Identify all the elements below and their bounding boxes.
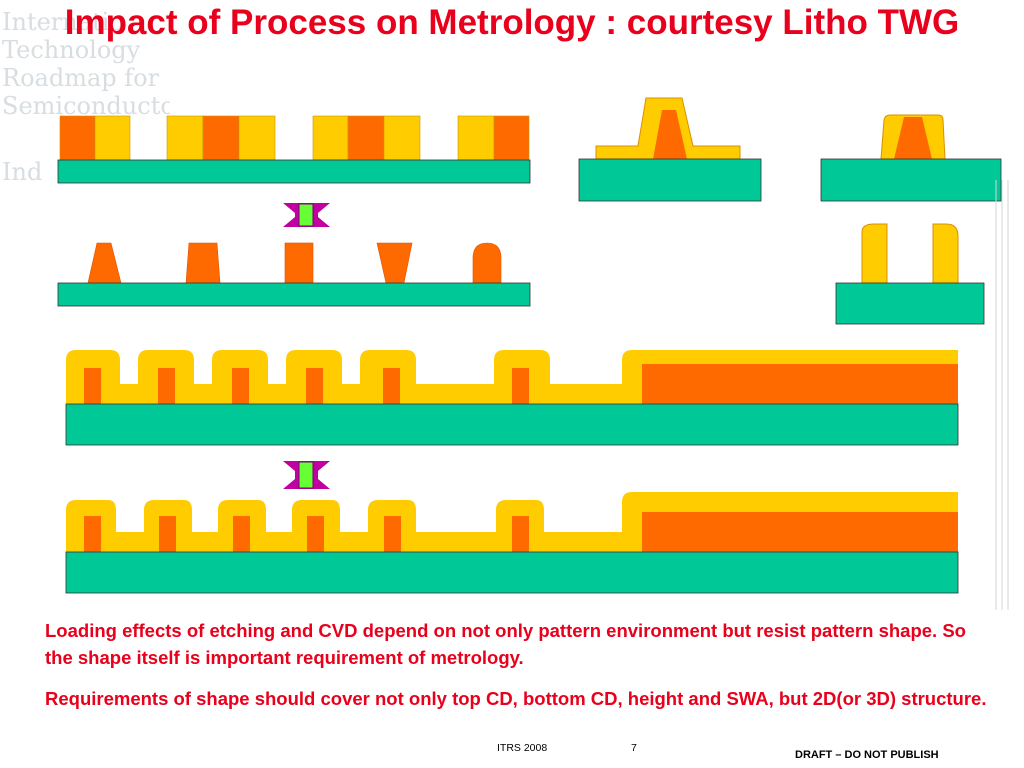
comparison-arrow-icon [283, 203, 330, 227]
substrate [65, 403, 959, 446]
substrate [57, 159, 531, 184]
reentrant-profile [376, 242, 413, 284]
footer-draft-notice: DRAFT – DO NOT PUBLISH [795, 749, 939, 761]
row1-resist-pattern [59, 115, 530, 161]
itrs-watermark-logo: Internatio Technology Roadmap for Semico… [2, 8, 170, 186]
trapezoid-resist [894, 117, 932, 159]
resist-line [84, 368, 101, 404]
film-block [166, 115, 204, 161]
film-block [238, 115, 276, 161]
film-block [383, 115, 421, 161]
trapezoid-resist [653, 110, 687, 159]
watermark-line: Technology [2, 36, 141, 64]
row4-film-over-lines [65, 492, 959, 594]
row2-spacer-structure [835, 223, 985, 325]
row3-film-over-lines [65, 350, 959, 446]
film-block [457, 115, 495, 161]
resist-line [307, 516, 324, 552]
watermark-line: Ind [2, 158, 42, 186]
resist-line [306, 368, 323, 404]
resist-line [233, 516, 250, 552]
resist-line [84, 516, 101, 552]
resist-line [512, 516, 529, 552]
row2-resist-profiles [87, 242, 502, 284]
resist-pad [642, 512, 958, 552]
tapered-profile [87, 242, 122, 284]
slight-taper-profile [185, 242, 221, 284]
resist-line [512, 368, 529, 404]
watermark-line: Internatio [2, 8, 124, 36]
resist-block [347, 115, 385, 161]
substrate [57, 282, 531, 307]
edge-decoration [995, 180, 1009, 610]
watermark-line: Semiconducto [2, 92, 170, 120]
resist-pad [642, 364, 958, 404]
footer-page-number: 7 [631, 742, 637, 754]
resist-line [158, 368, 175, 404]
resist-line [383, 368, 400, 404]
film-block [94, 115, 131, 161]
row1-conformal-coverage [578, 97, 762, 202]
resist-block [493, 115, 530, 161]
resist-line [159, 516, 176, 552]
substrate [835, 282, 985, 325]
resist-block [202, 115, 240, 161]
rounded-profile [472, 242, 502, 284]
substrate [820, 158, 1002, 202]
row1-spacer-structure [820, 114, 1002, 202]
vertical-profile [284, 242, 314, 284]
comparison-arrow-icon [283, 461, 330, 489]
caption-shape-requirements: Requirements of shape should cover not o… [45, 688, 987, 709]
process-shape-diagram [57, 97, 1002, 594]
watermark-line: Roadmap for [2, 64, 160, 92]
resist-block [59, 115, 96, 161]
film-block [312, 115, 349, 161]
caption-loading-effects: Loading effects of etching and CVD depen… [45, 620, 966, 668]
footer-source: ITRS 2008 [497, 742, 548, 754]
substrate [65, 551, 959, 594]
substrate [578, 158, 762, 202]
resist-line [384, 516, 401, 552]
slide-title: Impact of Process on Metrology : courtes… [64, 3, 960, 42]
resist-line [232, 368, 249, 404]
